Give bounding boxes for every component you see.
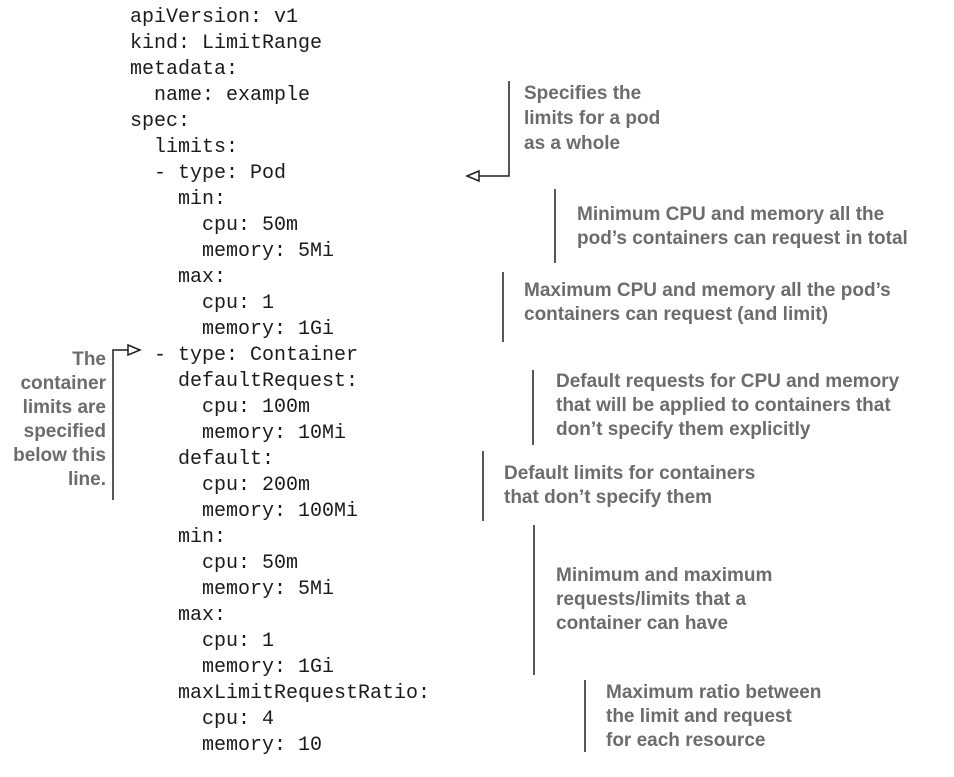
- pod-type-connector-line: [479, 81, 510, 177]
- annotation-pod-max: Maximum CPU and memory all the pod’s con…: [524, 280, 891, 325]
- annotation-default-request: Default requests for CPU and memory that…: [556, 371, 900, 440]
- annotation-container-limits-left: The container limits are specified below…: [13, 349, 106, 490]
- yaml-code-listing: apiVersion: v1 kind: LimitRange metadata…: [130, 6, 431, 757]
- annotation-default-limit: Default limits for containers that don’t…: [504, 463, 756, 508]
- annotation-max-ratio: Maximum ratio between the limit and requ…: [606, 682, 822, 751]
- pod-type-arrowhead-left-icon: [465, 169, 480, 183]
- annotation-pod-limits: Specifies the limits for a pod as a whol…: [524, 83, 661, 154]
- container-left-connector-line: [112, 349, 128, 500]
- annotation-pod-min: Minimum CPU and memory all the pod’s con…: [577, 204, 908, 249]
- annotation-container-minmax: Minimum and maximum requests/limits that…: [556, 565, 773, 634]
